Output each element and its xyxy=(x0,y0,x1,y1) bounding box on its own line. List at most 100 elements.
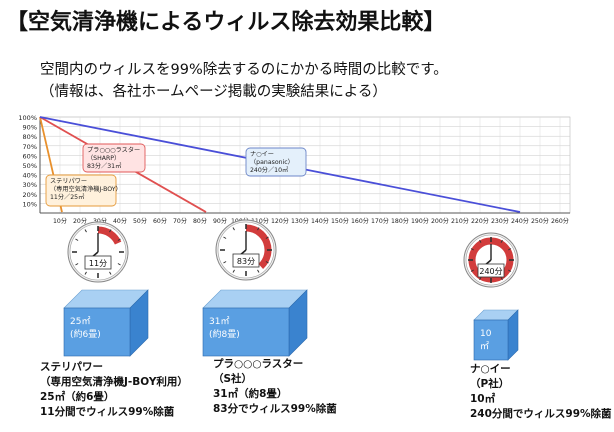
clock-tick xyxy=(84,271,87,275)
callout-label: 11分／25㎡ xyxy=(50,193,85,201)
callout-box xyxy=(45,174,117,207)
x-tick-label: 160分 xyxy=(351,217,369,225)
room-box-1: 25㎡(約6畳) xyxy=(63,289,149,357)
clock-tick xyxy=(479,239,482,243)
x-tick-label: 230分 xyxy=(491,217,509,225)
clock-elapsed-arc xyxy=(245,224,272,269)
product-size: 10㎡ xyxy=(470,393,496,405)
callout-label: （panasonic） xyxy=(250,159,294,166)
clock-time-box xyxy=(232,253,260,268)
clock-tick xyxy=(470,248,474,251)
clock-tick xyxy=(265,236,269,239)
x-tick-label: 260分 xyxy=(551,217,569,225)
x-tick-label: 210分 xyxy=(451,217,469,225)
product-caption-plasma: プラ○○○ラスター （S社） 31㎡（約8畳） 83分でウィルス99%除菌 xyxy=(213,357,337,417)
x-tick-label: 90分 xyxy=(213,217,227,225)
x-tick-label: 170分 xyxy=(371,217,389,225)
x-tick-label: 180分 xyxy=(391,217,409,225)
callout-label: （専用空気清浄機J-BOY） xyxy=(50,185,122,193)
clock-time-label: 11分 xyxy=(89,259,107,268)
x-tick-label: 140分 xyxy=(311,217,329,225)
product-name: プラ○○○ラスター xyxy=(213,358,304,370)
clock-tick xyxy=(75,263,79,266)
product-caption-nanoe: ナ○イー （P社） 10㎡ 240分間でウィルス99%除菌 xyxy=(470,362,612,422)
x-tick-label: 120分 xyxy=(271,217,289,225)
y-tick-label: 60% xyxy=(23,152,37,160)
callout-label: 83分／31㎡ xyxy=(87,162,122,170)
room-box-3: 10 ㎡ xyxy=(473,309,519,361)
clock-tick xyxy=(223,236,227,239)
y-tick-label: 40% xyxy=(23,172,37,180)
room-size-note: (約8畳) xyxy=(209,328,240,340)
clock-tick xyxy=(84,229,87,233)
clock-tick xyxy=(109,229,112,233)
clock-tick xyxy=(117,238,121,241)
product-name: ステリパワー xyxy=(40,361,103,373)
clock-time-box xyxy=(477,263,505,278)
clock-tick xyxy=(257,227,260,231)
product-result: 83分でウィルス99%除菌 xyxy=(213,403,337,415)
product-maker: （S社） xyxy=(213,373,253,385)
room-box-2: 31㎡(約8畳) xyxy=(202,289,308,357)
room-box-front xyxy=(63,307,131,357)
x-tick-label: 240分 xyxy=(511,217,529,225)
clock-tick xyxy=(500,277,503,281)
room-size-label: 25㎡ xyxy=(70,316,90,327)
callout-label: ステリパワー xyxy=(50,178,87,185)
callout-label: ナ○イー xyxy=(250,151,274,158)
x-tick-label: 40分 xyxy=(113,217,127,225)
room-size-label: 10 xyxy=(480,329,492,339)
page-title: 【空気清浄機によるウィルス除去効果比較】 xyxy=(6,10,446,35)
clock-tick xyxy=(75,238,79,241)
x-tick-label: 220分 xyxy=(471,217,489,225)
product-maker: （専用空気清浄機J-BOY利用） xyxy=(40,376,188,388)
x-tick-label: 110分 xyxy=(251,217,269,225)
room-size-note: ㎡ xyxy=(480,341,489,352)
y-tick-label: 10% xyxy=(23,200,37,208)
clock-tick xyxy=(508,248,512,251)
clock-time-label: 83分 xyxy=(237,257,255,266)
clock-elapsed-arc xyxy=(97,226,122,245)
callout-label: プラ○○○ラスター xyxy=(87,146,140,154)
clock-tick xyxy=(470,269,474,272)
callout-box xyxy=(82,143,146,173)
callout-label: 240分／10㎡ xyxy=(250,166,289,174)
clock-time-box xyxy=(84,255,112,270)
x-tick-label: 200分 xyxy=(431,217,449,225)
clock-tick xyxy=(508,269,512,272)
product-result: 240分間でウィルス99%除菌 xyxy=(470,408,612,420)
product-size: 25㎡（約6畳） xyxy=(40,391,115,403)
x-tick-label: 10分 xyxy=(53,217,67,225)
clock-2: 83分 xyxy=(215,219,277,281)
clock-tick xyxy=(257,269,260,273)
product-result: 11分間でウィルス99%除菌 xyxy=(40,406,175,418)
clock-1: 11分 xyxy=(67,221,129,283)
x-tick-label: 80分 xyxy=(193,217,207,225)
y-tick-label: 20% xyxy=(23,191,37,199)
clock-tick xyxy=(109,271,112,275)
y-tick-label: 80% xyxy=(23,133,37,141)
subtitle-line-1: 空間内のウィルスを99%除去するのにかかる時間の比較です。 xyxy=(40,62,448,78)
product-size: 31㎡（約8畳） xyxy=(213,388,288,400)
x-tick-label: 70分 xyxy=(173,217,187,225)
x-tick-label: 60分 xyxy=(153,217,167,225)
y-tick-label: 50% xyxy=(23,162,37,170)
room-box-front xyxy=(473,319,509,361)
room-box-front xyxy=(202,307,290,357)
y-tick-label: 70% xyxy=(23,143,37,151)
x-tick-label: 150分 xyxy=(331,217,349,225)
clock-tick xyxy=(265,261,269,264)
clock-tick xyxy=(500,239,503,243)
clock-tick xyxy=(232,227,235,231)
room-size-note: (約6畳) xyxy=(70,328,101,340)
clock-tick xyxy=(223,261,227,264)
clock-time-label: 240分 xyxy=(479,267,502,276)
callout-box xyxy=(245,147,307,177)
clock-tick xyxy=(479,277,482,281)
clock-3: 240分 xyxy=(463,232,519,288)
x-tick-label: 30分 xyxy=(93,217,107,225)
x-tick-label: 130分 xyxy=(291,217,309,225)
y-tick-label: 30% xyxy=(23,181,37,189)
x-tick-label: 20分 xyxy=(73,217,87,225)
